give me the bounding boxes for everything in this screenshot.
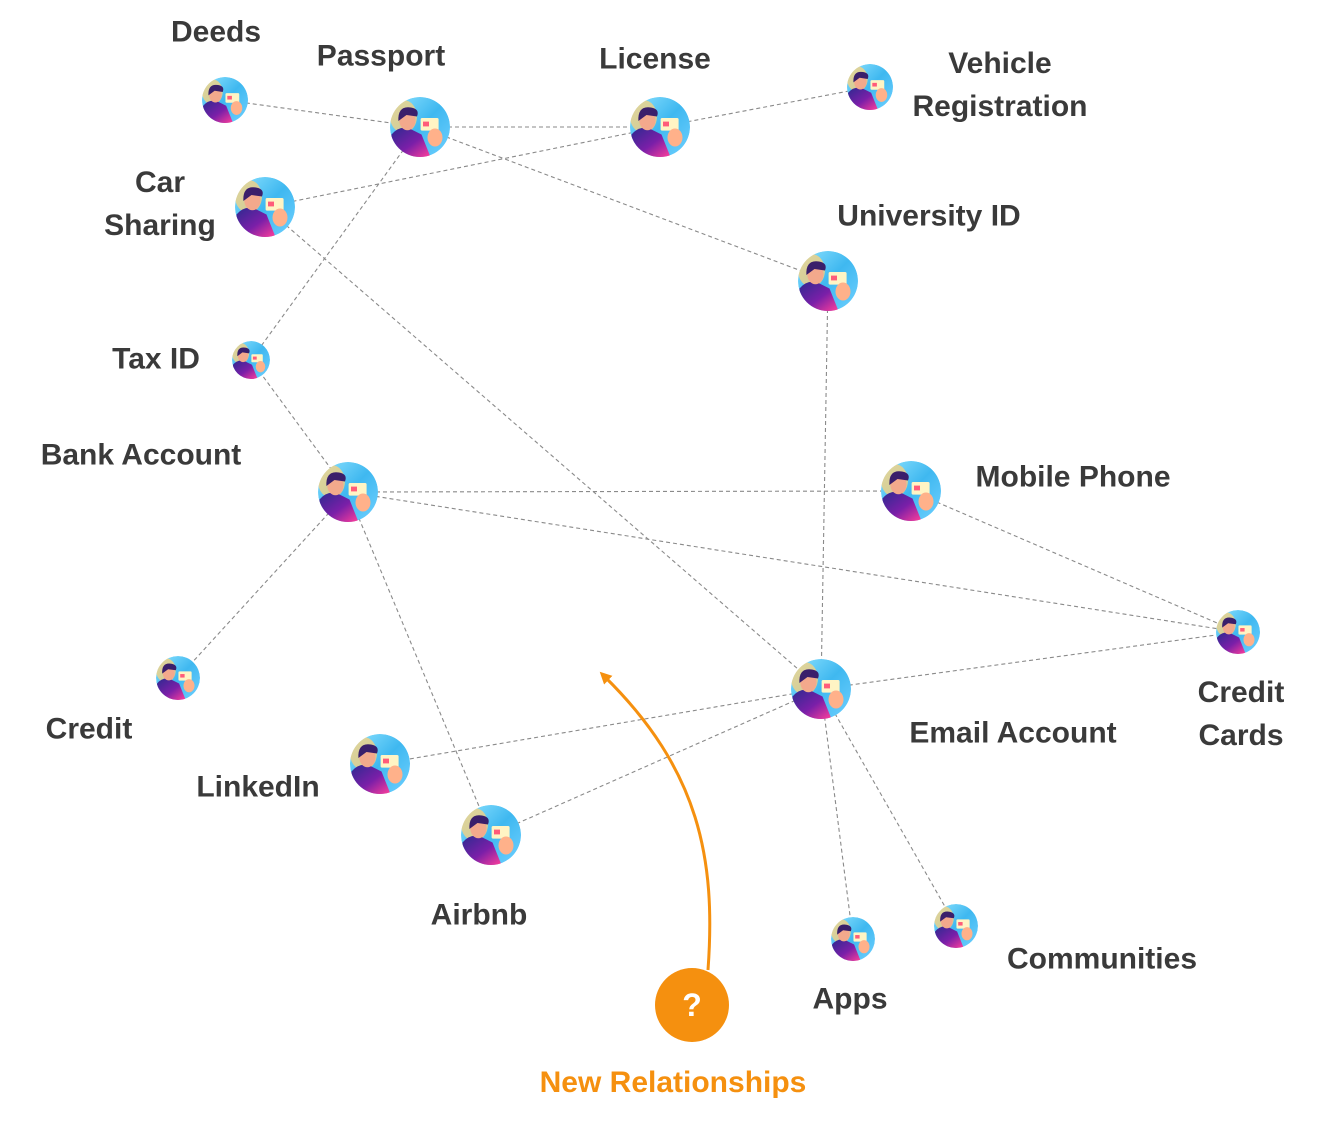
person-id-avatar-icon	[798, 251, 858, 311]
node-label-apps: Apps	[812, 982, 888, 1016]
person-id-avatar-icon	[630, 97, 690, 157]
edge-license-vehicle	[659, 86, 871, 128]
edge-license-carsharing	[264, 126, 661, 208]
node-creditcards[interactable]	[1216, 610, 1260, 654]
node-bank[interactable]	[318, 462, 378, 522]
node-label-bank: Bank Account	[40, 438, 242, 472]
edge-email-apps	[820, 688, 854, 940]
edge-carsharing-email	[264, 206, 822, 690]
node-label-vehicle: Vehicle Registration	[912, 47, 1088, 123]
person-id-avatar-icon	[156, 656, 200, 700]
node-vehicle[interactable]	[847, 64, 893, 110]
node-deeds[interactable]	[202, 77, 248, 123]
callout-symbol: ?	[682, 987, 702, 1023]
edge-deeds-passport	[224, 99, 421, 128]
edge-email-airbnb	[490, 688, 822, 836]
new-relationships-callout: ?	[599, 671, 729, 1042]
node-label-communities: Communities	[1006, 942, 1198, 976]
person-id-avatar-icon	[847, 64, 893, 110]
node-linkedin[interactable]	[350, 734, 410, 794]
edge-bank-airbnb	[347, 491, 492, 836]
node-label-license: License	[599, 42, 711, 76]
edge-university-email	[820, 280, 829, 690]
person-id-avatar-icon	[232, 341, 270, 379]
node-apps[interactable]	[831, 917, 875, 961]
node-label-university: University ID	[837, 199, 1021, 233]
nodes-layer	[156, 64, 1260, 961]
node-communities[interactable]	[934, 904, 978, 948]
node-label-taxid: Tax ID	[112, 342, 200, 376]
person-id-avatar-icon	[1216, 610, 1260, 654]
node-license[interactable]	[630, 97, 690, 157]
new-relationships-label: New Relationships	[539, 1066, 807, 1099]
node-label-airbnb: Airbnb	[430, 898, 528, 932]
person-id-avatar-icon	[791, 659, 851, 719]
node-label-passport: Passport	[316, 39, 446, 73]
node-credit[interactable]	[156, 656, 200, 700]
person-id-avatar-icon	[202, 77, 248, 123]
node-email[interactable]	[791, 659, 851, 719]
edge-email-communities	[820, 688, 957, 927]
edge-mobile-creditcards	[910, 490, 1239, 633]
question-mark-icon	[655, 968, 729, 1042]
edge-passport-taxid	[250, 126, 421, 361]
person-id-avatar-icon	[235, 177, 295, 237]
person-id-avatar-icon	[350, 734, 410, 794]
person-id-avatar-icon	[390, 97, 450, 157]
node-airbnb[interactable]	[461, 805, 521, 865]
node-taxid[interactable]	[232, 341, 270, 379]
edge-passport-university	[419, 126, 829, 282]
edge-bank-credit	[177, 491, 349, 679]
node-mobile[interactable]	[881, 461, 941, 521]
edge-bank-creditcards	[347, 491, 1239, 633]
node-carsharing[interactable]	[235, 177, 295, 237]
person-id-avatar-icon	[461, 805, 521, 865]
node-university[interactable]	[798, 251, 858, 311]
edge-email-linkedin	[379, 688, 822, 765]
node-label-creditcards: Credit Cards	[1197, 676, 1285, 752]
person-id-avatar-icon	[831, 917, 875, 961]
node-label-mobile: Mobile Phone	[975, 460, 1171, 494]
node-passport[interactable]	[390, 97, 450, 157]
node-label-deeds: Deeds	[170, 15, 262, 49]
edge-email-creditcards	[820, 631, 1239, 690]
edges-layer	[177, 86, 1239, 940]
node-label-carsharing: Car Sharing	[104, 166, 216, 242]
node-label-email: Email Account	[909, 716, 1117, 750]
node-label-linkedin: LinkedIn	[196, 770, 320, 804]
node-label-credit: Credit	[45, 712, 133, 746]
person-id-avatar-icon	[318, 462, 378, 522]
edge-bank-mobile	[347, 490, 912, 493]
callout-arrow	[599, 671, 712, 971]
person-id-avatar-icon	[934, 904, 978, 948]
person-id-avatar-icon	[881, 461, 941, 521]
